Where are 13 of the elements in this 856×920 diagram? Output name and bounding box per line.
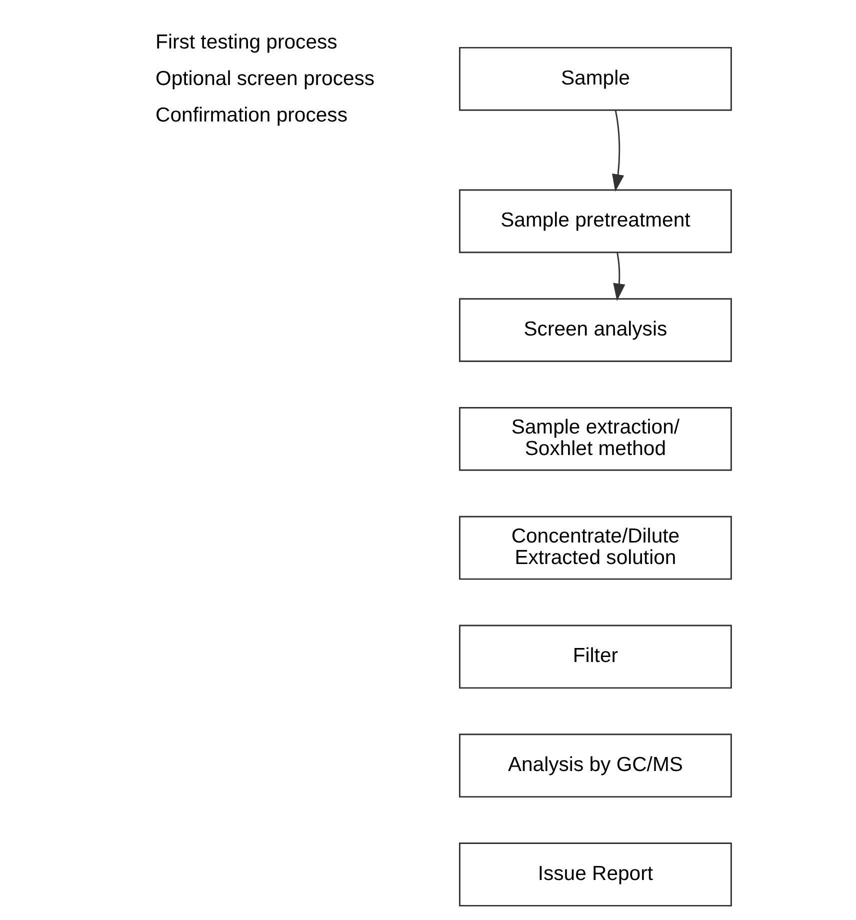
node-box: Issue Report xyxy=(458,842,732,906)
arrow xyxy=(612,110,624,192)
legend-label: Confirmation process xyxy=(155,104,347,126)
node-box: Screen analysis xyxy=(458,298,732,362)
legend-label: Optional screen process xyxy=(155,68,374,90)
node-box: Analysis by GC/MS xyxy=(458,734,732,798)
node-box: Sample pretreatment xyxy=(458,189,732,254)
node-box: Filter xyxy=(458,624,732,689)
node-box: Sample xyxy=(458,46,732,111)
node-box: Concentrate/Dilute Extracted solution xyxy=(458,516,732,580)
node-box: Sample extraction/ Soxhlet method xyxy=(458,407,732,471)
arrow xyxy=(612,252,625,301)
legend-label: First testing process xyxy=(155,32,337,54)
